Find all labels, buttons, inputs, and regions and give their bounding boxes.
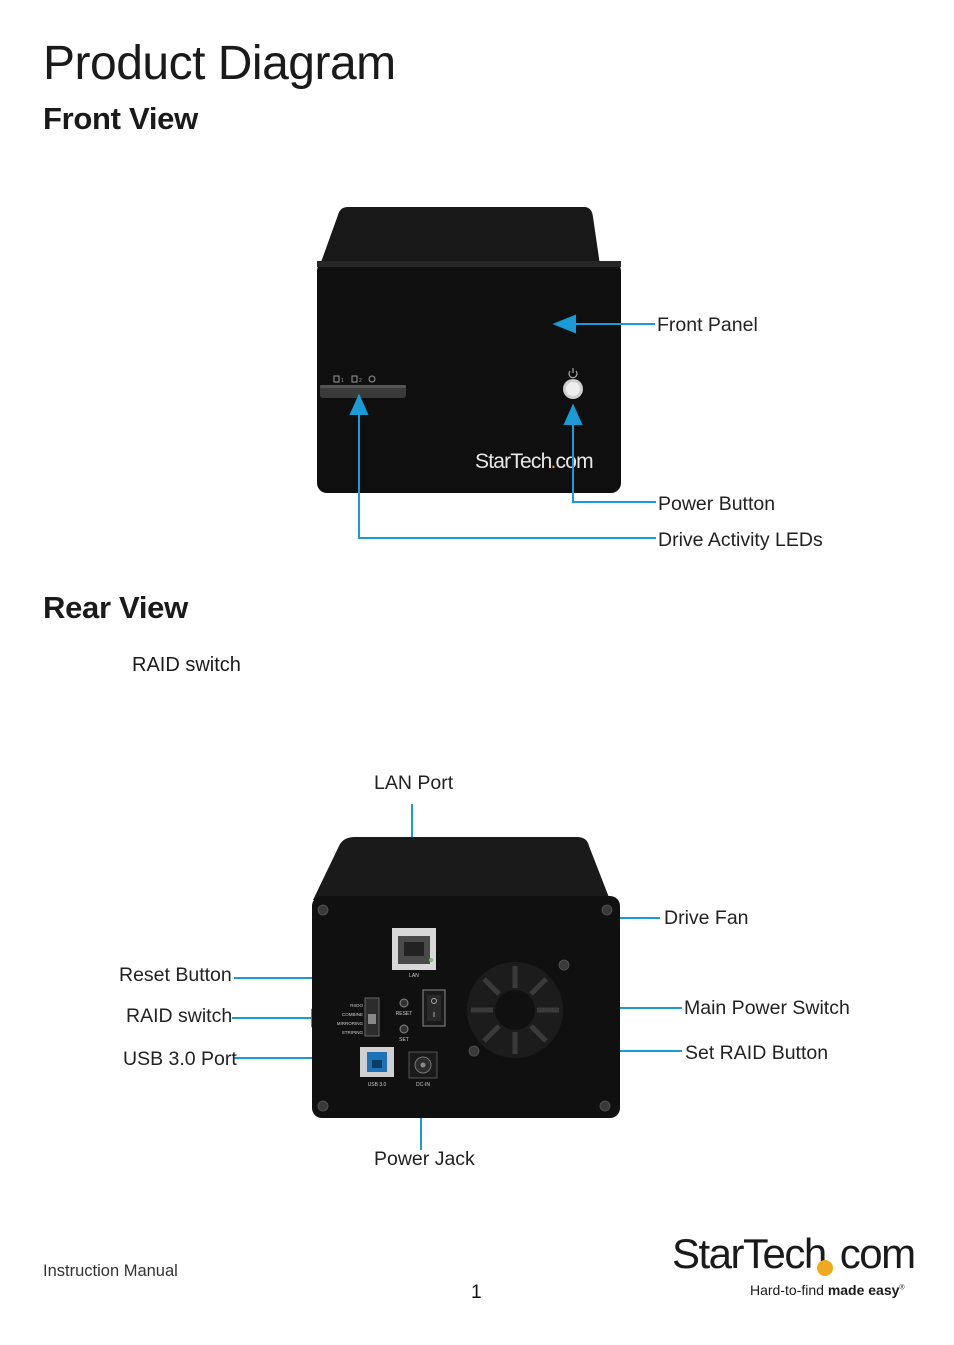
brand-a: StarTech — [475, 450, 552, 473]
page-number: 1 — [471, 1282, 482, 1303]
callout-front-panel: Front Panel — [657, 314, 758, 336]
fan-icon — [467, 962, 563, 1058]
svg-text:2: 2 — [359, 378, 362, 384]
panel-label-reset: RESET — [396, 1011, 413, 1017]
raid-mode-0: RIIOO — [350, 1003, 363, 1008]
callout-drive-fan: Drive Fan — [664, 907, 749, 929]
page-title: Product Diagram — [43, 37, 396, 90]
power-icon — [568, 368, 578, 379]
callout-lan-port: LAN Port — [374, 772, 454, 794]
callout-reset-button: Reset Button — [119, 964, 232, 986]
logo-suffix-text: com — [839, 1230, 916, 1277]
panel-label-set: SET — [399, 1037, 409, 1043]
raid-mode-3: STRIPING — [342, 1030, 364, 1035]
logo-tag-a: Hard-to-find — [750, 1282, 828, 1298]
brand-b: com — [556, 450, 594, 473]
callout-power-jack: Power Jack — [374, 1148, 475, 1170]
panel-label-usb: USB 3.0 — [368, 1082, 387, 1088]
logo-dot-icon — [817, 1260, 833, 1276]
panel-label-lan: LAN — [409, 973, 419, 979]
raid-mode-1: COMBINE — [342, 1012, 363, 1017]
panel-label-dcin: DC-IN — [416, 1082, 430, 1088]
footer-instruction-manual: Instruction Manual — [43, 1262, 178, 1280]
raid-mode-2: MIRRORING — [337, 1021, 364, 1026]
callout-drive-leds: Drive Activity LEDs — [658, 529, 823, 551]
logo-main-text: StarTech — [672, 1230, 827, 1277]
svg-text:1: 1 — [341, 378, 344, 384]
rear-device-image: LAN RIIOO COMBINE MIRRORING STRIPING RES… — [312, 837, 620, 1118]
rear-view-heading: Rear View — [43, 590, 188, 625]
callout-raid-switch: RAID switch — [126, 1005, 233, 1027]
raid-switch-caption: RAID switch — [132, 654, 241, 676]
startech-logo: StarTech com Hard-to-find made easy® — [672, 1230, 916, 1305]
logo-tag-b: made easy — [827, 1282, 900, 1298]
logo-tagline: Hard-to-find made easy® — [750, 1282, 905, 1298]
logo-reg: ® — [899, 1284, 905, 1292]
callout-set-raid-button: Set RAID Button — [685, 1042, 829, 1064]
logo-wordmark: StarTech com — [672, 1230, 916, 1278]
drive-led-icons: 1 2 — [333, 375, 376, 384]
front-view-heading: Front View — [43, 101, 198, 136]
callout-usb-port: USB 3.0 Port — [123, 1048, 237, 1070]
device-brand-text: StarTech.com — [475, 450, 593, 473]
callout-power-button: Power Button — [658, 493, 776, 515]
front-device-image: 1 2 StarTech.com — [317, 207, 621, 493]
callout-main-power-switch: Main Power Switch — [684, 997, 850, 1019]
